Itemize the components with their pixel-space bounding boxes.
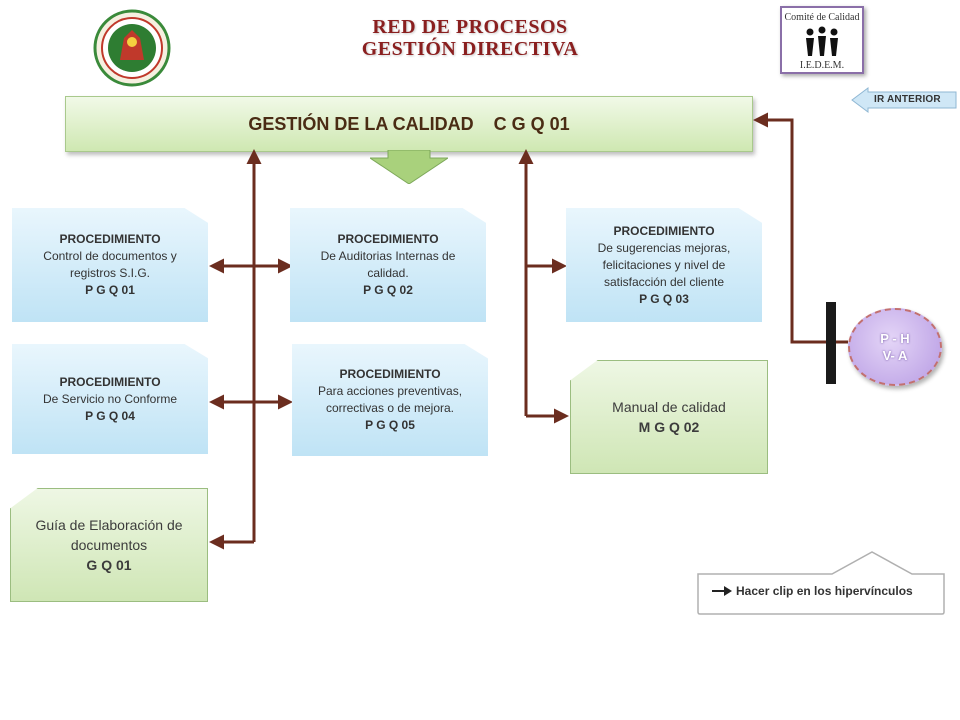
procedure-text-line: satisfacción del cliente [603, 274, 725, 289]
procedure-heading: PROCEDIMIENTO [59, 232, 161, 246]
right-arrow-icon [712, 586, 732, 596]
procedure-pgq01[interactable]: PROCEDIMIENTO Control de documentos y re… [12, 208, 208, 322]
title-line-1: RED DE PROCESOS [372, 16, 568, 38]
procedure-code: P G Q 02 [363, 283, 413, 297]
back-button[interactable]: IR ANTERIOR [850, 86, 958, 114]
procedure-heading: PROCEDIMIENTO [337, 232, 439, 246]
procedure-text-line: De Auditorias Internas de [320, 249, 456, 263]
procedure-code: P G Q 01 [85, 283, 135, 297]
document-text-line: Manual de calidad [612, 399, 726, 415]
committee-logo-subtitle: I.E.D.E.M. [799, 60, 845, 71]
page-title: RED DE PROCESOS GESTIÓN DIRECTIVA [300, 16, 640, 60]
people-icon [806, 26, 838, 56]
procedure-text-line: Para acciones preventivas, [317, 384, 463, 398]
procedure-text-line: felicitaciones y nivel de [602, 257, 726, 272]
procedure-pgq02[interactable]: PROCEDIMIENTO De Auditorias Internas de … [290, 208, 486, 322]
hint-label: Hacer clip en los hipervínculos [736, 584, 913, 598]
phva-line-1: P - H [880, 331, 910, 346]
procedure-text-line: registros S.I.G. [69, 266, 151, 280]
committee-logo-title: Comité de Calidad [784, 12, 860, 23]
title-line-2: GESTIÓN DIRECTIVA [361, 38, 579, 60]
procedure-heading: PROCEDIMIENTO [339, 367, 441, 381]
main-process-bar[interactable]: GESTIÓN DE LA CALIDAD C G Q 01 [65, 96, 753, 152]
procedure-text-line: Control de documentos y [43, 249, 177, 263]
procedure-heading: PROCEDIMIENTO [613, 223, 715, 238]
procedure-pgq04[interactable]: PROCEDIMIENTO De Servicio no Conforme P … [12, 344, 208, 454]
document-code: G Q 01 [86, 557, 132, 573]
arrow-cycle [753, 112, 826, 344]
procedure-code: P G Q 04 [85, 408, 135, 423]
procedure-text-line: correctivas o de mejora. [325, 401, 455, 415]
procedure-code: P G Q 03 [639, 291, 689, 306]
callout-shape [697, 551, 945, 615]
back-button-label: IR ANTERIOR [874, 94, 941, 105]
hyperlink-hint: Hacer clip en los hipervínculos [696, 550, 946, 616]
procedure-heading: PROCEDIMIENTO [59, 374, 161, 389]
cycle-connector-bar [826, 302, 836, 384]
document-text-line: Guía de Elaboración de [35, 517, 183, 533]
procedure-text-line: calidad. [367, 266, 409, 280]
phva-cycle-button[interactable]: P - H V- A [848, 308, 942, 386]
procedure-text-line: De sugerencias mejoras, [597, 240, 731, 255]
school-seal-icon [92, 8, 172, 88]
document-gq01[interactable]: Guía de Elaboración de documentos G Q 01 [10, 488, 208, 602]
procedure-pgq05[interactable]: PROCEDIMIENTO Para acciones preventivas,… [292, 344, 488, 456]
document-code: M G Q 02 [638, 419, 700, 435]
document-mgq02[interactable]: Manual de calidad M G Q 02 [570, 360, 768, 474]
document-text-line: documentos [70, 537, 148, 553]
procedure-code: P G Q 05 [365, 418, 415, 432]
procedure-pgq03[interactable]: PROCEDIMIENTO De sugerencias mejoras, fe… [566, 208, 762, 322]
chevron-down-icon [370, 150, 448, 184]
phva-line-2: V- A [882, 348, 908, 363]
committee-logo: Comité de Calidad I.E.D.E.M. [780, 6, 864, 74]
procedure-text-line: De Servicio no Conforme [42, 391, 178, 406]
left-arrow-icon [851, 87, 957, 113]
